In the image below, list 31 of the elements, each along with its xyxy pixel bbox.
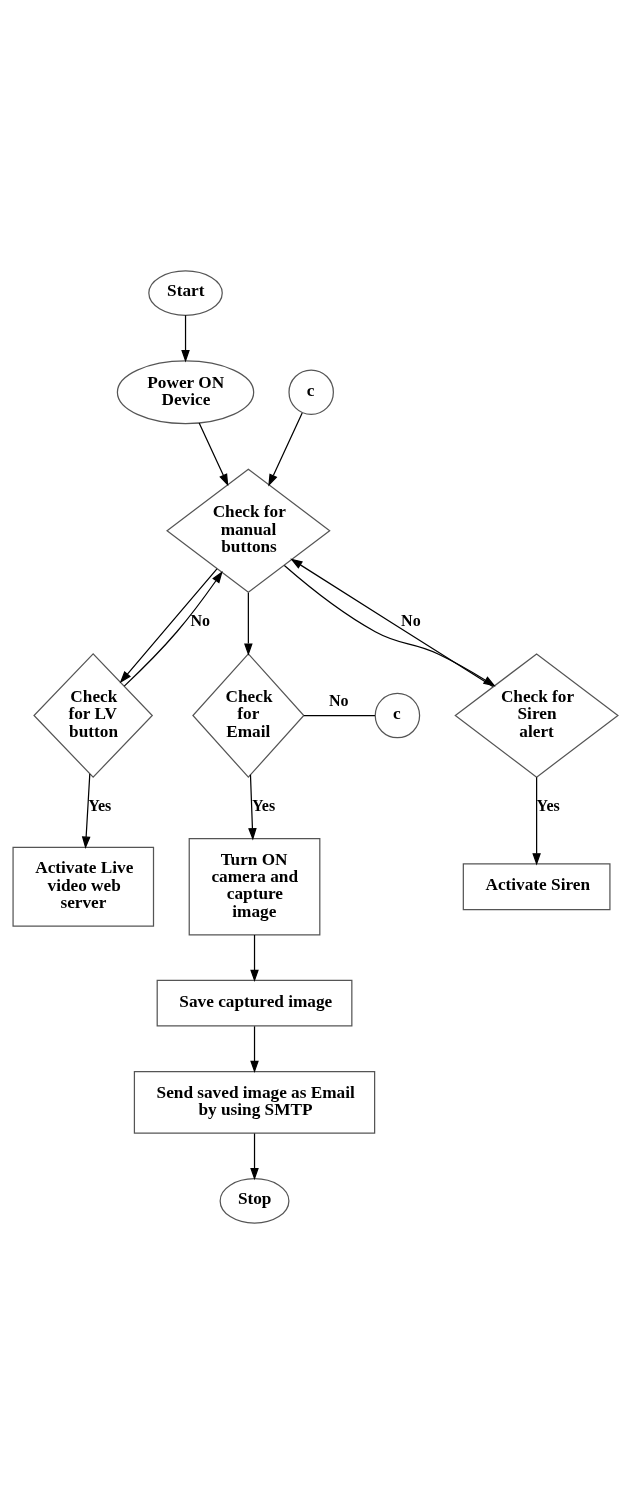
node-box: Turn ON camera and capture image — [188, 838, 321, 936]
arrow — [250, 934, 259, 983]
node-diamond: Check for Siren alert — [454, 653, 619, 778]
arrow — [268, 412, 303, 487]
arrow — [250, 1132, 259, 1181]
edge-label: No — [401, 612, 421, 630]
node-diamond: Check for LV button — [33, 653, 154, 778]
node-diamond: Check for Email — [192, 653, 305, 779]
node-ellipse: Power ON Device — [116, 360, 255, 425]
arrow — [250, 1025, 259, 1074]
edge-label: Yes — [536, 796, 560, 814]
edge-label: No — [190, 612, 211, 630]
node-ellipse: Stop — [219, 1178, 290, 1224]
arrow — [244, 592, 253, 656]
arrow — [198, 422, 229, 487]
edge-label: Yes — [88, 796, 112, 814]
arrow — [81, 773, 91, 849]
node-diamond: Check for manual buttons — [166, 468, 331, 594]
arrow — [248, 774, 257, 841]
arrow — [181, 314, 190, 363]
edge-label: Yes — [252, 796, 276, 814]
node-box: Activate Siren — [462, 863, 611, 911]
node-box: Activate Live video web server — [12, 846, 155, 927]
node-circle: c — [288, 369, 334, 415]
connector — [303, 714, 376, 717]
arrow — [532, 776, 541, 866]
node-circle: c — [374, 692, 421, 739]
edge-label: No — [329, 692, 349, 710]
node-box: Save captured image — [156, 979, 353, 1027]
node-ellipse: Start — [148, 270, 223, 316]
node-box: Send saved image as Email by using SMTP — [133, 1070, 376, 1134]
